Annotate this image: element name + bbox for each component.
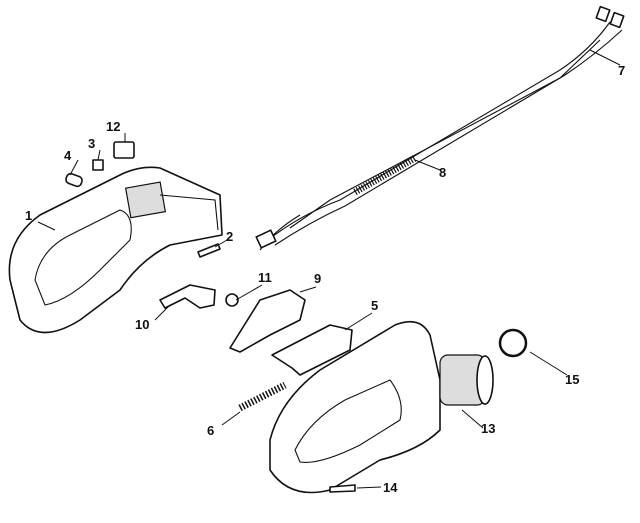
callout-4: 4 (64, 148, 72, 163)
callout-10: 10 (135, 317, 150, 332)
callout-1: 1 (25, 208, 33, 223)
pin-4 (65, 172, 83, 188)
callout-2: 2 (226, 229, 234, 244)
trigger-9 (229, 289, 306, 353)
callout-7: 7 (618, 63, 626, 78)
callout-12: 12 (106, 119, 121, 134)
pin-2 (197, 243, 221, 258)
callout-14: 14 (383, 480, 398, 495)
leader-lines (37, 49, 621, 489)
callout-6: 6 (207, 423, 215, 438)
handle-housing-right (269, 320, 494, 494)
spring-11 (225, 293, 239, 307)
o-ring-15 (498, 328, 528, 358)
lever-10 (159, 284, 216, 309)
callout-15: 15 (565, 372, 580, 387)
wire-harness (255, 5, 625, 251)
spring-6 (238, 381, 287, 412)
callout-8: 8 (439, 165, 447, 180)
screw-14 (329, 484, 356, 493)
callout-13: 13 (481, 421, 496, 436)
callout-9: 9 (314, 271, 322, 286)
lock-5 (271, 324, 353, 376)
callout-11: 11 (258, 270, 272, 285)
switch-12 (113, 141, 135, 159)
spring-3 (92, 159, 104, 171)
callout-5: 5 (371, 298, 379, 313)
callout-3: 3 (88, 136, 96, 151)
handle-housing-left (8, 166, 223, 334)
